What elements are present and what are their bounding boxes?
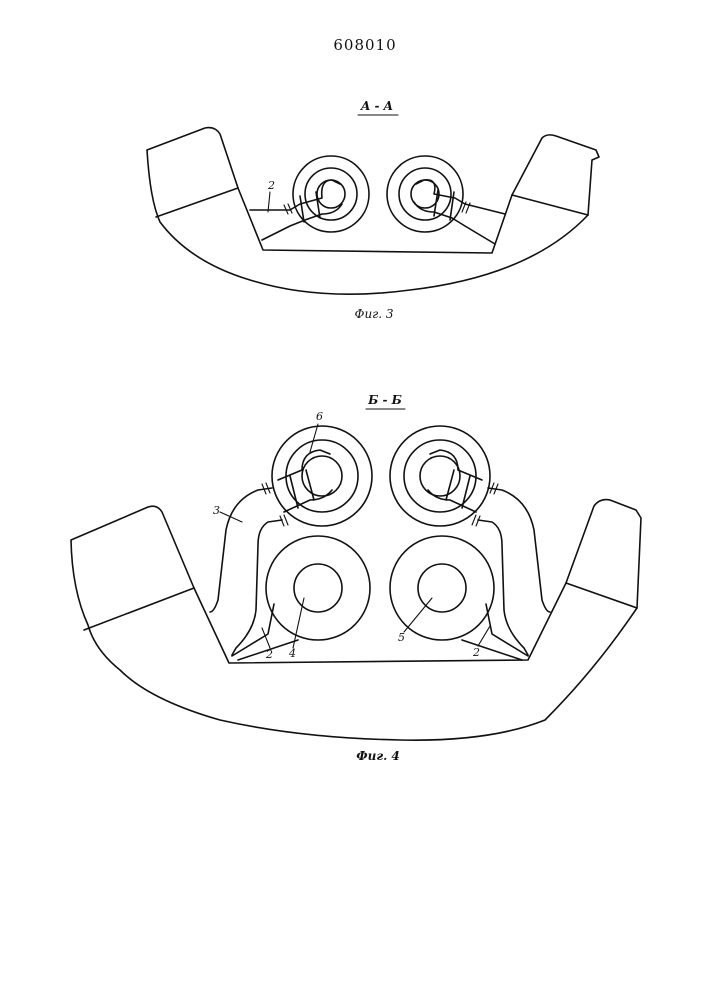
fig3-label-2: 2: [267, 179, 275, 192]
fig4-body-outline: [71, 500, 641, 741]
figure-4: Б - Б: [71, 393, 641, 763]
fig4-section-label: Б - Б: [367, 393, 402, 407]
fig4-caption: Фиг. 4: [356, 749, 400, 763]
fig4-label-6: 6: [316, 410, 323, 423]
fig3-right-duct: [414, 180, 505, 244]
fig4-label-2-right: 2: [472, 646, 480, 659]
fig3-right-roller: [387, 156, 463, 232]
fig4-right-seam: [566, 583, 637, 608]
fig4-right-duct-2: [462, 604, 528, 660]
fig4-label-5: 5: [398, 631, 405, 644]
fig4-roller-4: [266, 536, 370, 640]
fig3-caption: Фиг. 3: [354, 307, 393, 321]
figure-3: A - A 2 Фиг. 3: [147, 99, 599, 321]
fig4-left-seam: [84, 588, 194, 630]
fig4-roller-5: [390, 536, 494, 640]
fig4-right-duct: [478, 488, 550, 655]
fig3-section-label: A - A: [360, 99, 393, 113]
fig3-right-seam: [512, 195, 588, 215]
fig3-body-outline: [147, 128, 599, 295]
fig4-left-duct-3: [210, 488, 282, 655]
fig4-label-3: 3: [213, 504, 220, 517]
fig3-left-seam: [156, 188, 238, 217]
patent-number: 608010: [333, 36, 396, 54]
fig4-label-2-left: 2: [265, 648, 273, 661]
fig4-label-4: 4: [288, 647, 296, 660]
